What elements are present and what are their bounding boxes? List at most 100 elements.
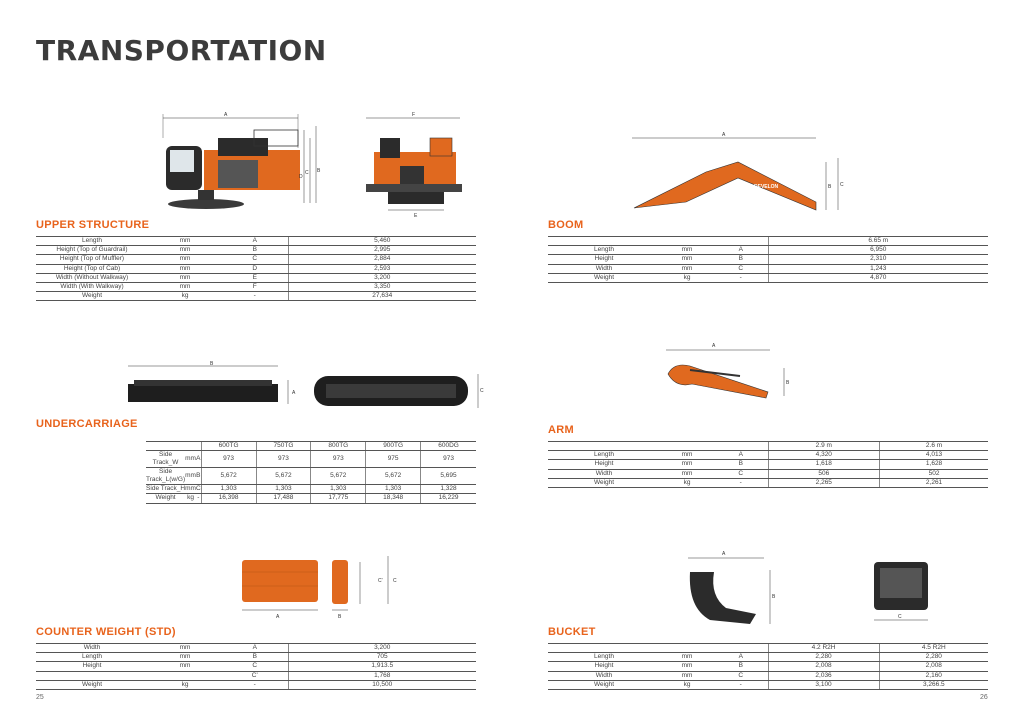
bucket-side-diagram: A B (688, 551, 776, 624)
table-cell: mm (148, 273, 222, 283)
section-title-counter-weight: COUNTER WEIGHT (STD) (36, 626, 176, 638)
table-cell: mm (185, 450, 196, 469)
dim-label-d: D (299, 174, 303, 180)
dim-label-b: B (317, 168, 321, 174)
table-cell: Weight (36, 291, 148, 302)
table-cell: Height (Top of Cab) (36, 264, 148, 274)
table-cell: Height (548, 661, 660, 672)
table-cell: 17,488 (255, 493, 311, 504)
table-cell: Weight (548, 273, 660, 283)
table-cell: 4,320 (767, 450, 880, 461)
table-cell: 17,775 (310, 493, 366, 504)
table-cell: Height (548, 254, 660, 265)
table-cell: 1,303 (310, 484, 366, 495)
table-cell: 600DG (420, 440, 476, 452)
table-cell: mm (660, 661, 714, 672)
dim-label-a: A (276, 614, 280, 620)
table-cell: 1,303 (365, 484, 421, 495)
undercarriage-side-diagram: C (314, 374, 484, 408)
table-cell: 2.6 m (879, 440, 988, 452)
table-cell: Width (36, 642, 148, 654)
table-cell: A (222, 642, 288, 654)
table-cell: 1,618 (767, 459, 880, 470)
table-cell: 973 (200, 450, 257, 469)
table-cell: 6.65 m (767, 235, 988, 247)
table-cell: A (714, 652, 768, 663)
table-cell: - (714, 273, 768, 283)
table-cell: Side Track_H (146, 484, 186, 495)
table-cell: mm (660, 469, 714, 479)
table-cell: - (222, 680, 288, 690)
table-cell: kg (660, 478, 714, 488)
table-cell (714, 235, 768, 247)
table-cell: 2,280 (878, 652, 988, 663)
table-cell: 3,200 (287, 642, 476, 654)
section-title-boom: BOOM (548, 219, 584, 231)
table-cell: mm (660, 671, 714, 681)
table-cell: A (714, 245, 768, 256)
boom-brand-label: DEVELON (754, 184, 779, 190)
upper-structure-side-diagram: A D C B (162, 112, 321, 209)
table-cell: mm (660, 245, 714, 256)
table-cell: E (222, 273, 288, 283)
table-cell: Width (548, 469, 660, 479)
table-cell: mm (660, 459, 714, 470)
table-cell: Length (548, 652, 660, 663)
table-cell: 750TG (255, 440, 311, 452)
counter-weight-diagram: A B C' C (242, 556, 397, 620)
table-cell: 5,672 (200, 467, 257, 486)
table-cell: B (714, 254, 768, 265)
table-cell: mm (148, 254, 222, 265)
table-cell: 5,672 (365, 467, 421, 486)
page-number-right: 26 (980, 694, 988, 701)
table-cell: kg (148, 291, 222, 302)
table-cell: C (222, 661, 288, 672)
dim-label-a: A (712, 343, 716, 349)
section-title-upper: UPPER STRUCTURE (36, 219, 150, 231)
table-cell: 502 (879, 469, 988, 479)
dim-label-f: F (412, 112, 415, 118)
table-cell: 1,328 (420, 484, 476, 495)
table-cell: 5,460 (287, 235, 476, 247)
table-cell (185, 440, 196, 452)
table-cell: 4,870 (767, 273, 988, 283)
table-cell: 2,261 (879, 478, 988, 488)
table-cell: C (714, 671, 768, 681)
table-cell: B (195, 467, 202, 486)
table-cell (714, 642, 768, 654)
dim-label-c: C (393, 578, 397, 584)
table-header-row: 6.65 m (548, 235, 988, 247)
table-cell: mm (148, 264, 222, 274)
table-cell (660, 235, 714, 247)
table-cell: Height (Top of Muffler) (36, 254, 148, 265)
table-cell: Width (548, 264, 660, 274)
boom-diagram: A DEVELON B C (632, 132, 844, 211)
table-cell: 800TG (310, 440, 366, 452)
table-cell: 3,200 (287, 273, 476, 283)
table-cell: Length (36, 235, 148, 247)
table-cell: 2,884 (287, 254, 476, 265)
table-cell: 10,500 (287, 680, 476, 690)
table-cell: 2.9 m (767, 440, 880, 452)
table-cell: mm (185, 484, 196, 495)
table-cell: C (222, 254, 288, 265)
dim-label-c: C (898, 614, 902, 620)
table-cell (36, 671, 148, 681)
table-cell: Width (548, 671, 660, 681)
table-cell (148, 671, 222, 681)
